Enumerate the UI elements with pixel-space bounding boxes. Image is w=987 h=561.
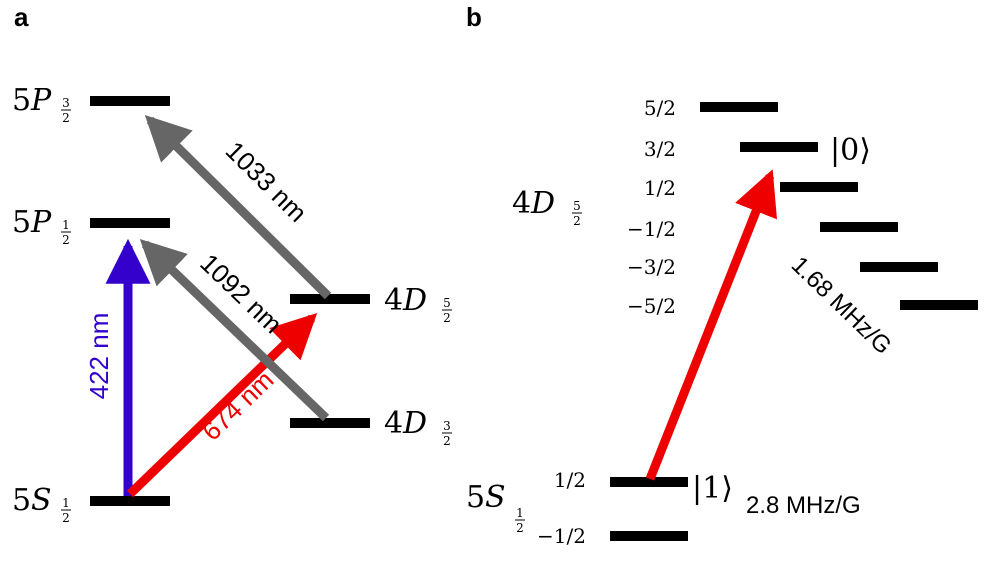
label-4d52: 4 D 5 2 [384, 283, 452, 325]
svg-text:1: 1 [62, 496, 70, 510]
label-674nm: 674 nm [196, 365, 279, 447]
arrow-674 [126, 312, 318, 498]
label-b-4d52: 4 D 5 2 [512, 186, 582, 228]
mj-label: 1/2 [554, 468, 586, 492]
svg-text:2: 2 [573, 214, 581, 228]
level-5s12 [90, 496, 170, 506]
svg-text:D: D [402, 406, 427, 441]
d-sublevel-1-2 [780, 182, 858, 192]
svg-text:5: 5 [443, 296, 451, 310]
d-sublevel-3-2 [740, 142, 818, 152]
mj-label: 3/2 [644, 137, 676, 161]
svg-text:5: 5 [12, 83, 31, 118]
label-1033nm: 1033 nm [220, 135, 313, 227]
mj-label: −1/2 [537, 524, 586, 548]
svg-text:2: 2 [443, 434, 451, 448]
panel-b: b 5/2 3/2 1/2 −1/2 −3/2 −5/2 4 D 5 2 1/2… [466, 2, 978, 548]
arrow-1092 [139, 239, 330, 422]
label-5s12: 5 S 1 2 [12, 483, 71, 525]
d-sublevel-5-2 [700, 102, 778, 112]
mj-label: 1/2 [644, 176, 676, 200]
panel-a: a 5 P 3 2 5 P 1 2 5 S 1 2 4 [12, 2, 452, 525]
level-4d32 [290, 418, 370, 428]
panel-a-label: a [14, 2, 29, 32]
svg-text:2: 2 [62, 111, 70, 125]
mj-label: 5/2 [644, 96, 676, 120]
svg-text:S: S [485, 480, 506, 515]
level-5p32 [90, 96, 170, 106]
label-b-5s12: 5 S 1 2 [466, 480, 525, 535]
svg-text:P: P [30, 83, 52, 118]
svg-text:1: 1 [62, 218, 70, 232]
arrow-1033 [144, 114, 332, 300]
label-5p12: 5 P 1 2 [12, 205, 71, 247]
svg-text:5: 5 [12, 205, 31, 240]
svg-text:2: 2 [516, 521, 524, 535]
svg-text:D: D [530, 186, 555, 221]
svg-text:3: 3 [62, 96, 70, 110]
label-1092nm: 1092 nm [194, 248, 288, 340]
svg-text:4: 4 [384, 283, 403, 318]
svg-text:5: 5 [12, 483, 31, 518]
mj-label: −5/2 [627, 294, 676, 318]
d-sublevel-m3-2 [860, 262, 938, 272]
label-422nm: 422 nm [84, 313, 114, 400]
label-5p32: 5 P 3 2 [12, 83, 71, 125]
qubit-arrow [645, 169, 778, 481]
panel-b-label: b [466, 2, 482, 32]
level-4d52 [290, 294, 370, 304]
svg-text:S: S [31, 483, 52, 518]
s-sublevel-m1-2 [610, 531, 688, 541]
svg-text:1: 1 [516, 506, 524, 520]
svg-text:2: 2 [62, 511, 70, 525]
svg-text:3: 3 [443, 419, 451, 433]
svg-text:5: 5 [466, 480, 485, 515]
svg-text:5: 5 [573, 199, 581, 213]
svg-text:D: D [402, 283, 427, 318]
level-5p12 [90, 218, 170, 228]
svg-text:P: P [30, 205, 52, 240]
ket-0: |0⟩ [830, 133, 871, 168]
svg-text:2: 2 [62, 233, 70, 247]
svg-text:4: 4 [384, 406, 403, 441]
mj-label: −1/2 [627, 217, 676, 241]
d-sublevel-m5-2 [900, 300, 978, 310]
s-gfactor-label: 2.8 MHz/G [746, 492, 861, 519]
svg-text:4: 4 [512, 186, 531, 221]
mj-label: −3/2 [627, 255, 676, 279]
label-4d32: 4 D 3 2 [384, 406, 452, 448]
svg-text:2: 2 [443, 311, 451, 325]
s-sublevel-1-2 [610, 477, 688, 487]
d-sublevel-m1-2 [820, 222, 898, 232]
ket-1: |1⟩ [692, 471, 733, 506]
